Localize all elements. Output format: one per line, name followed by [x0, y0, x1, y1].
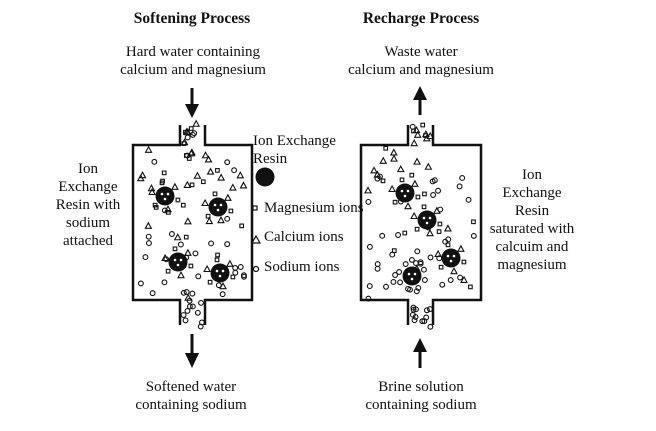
- outflow-arrow-icon: [185, 334, 199, 368]
- inflow-arrow-icon: [185, 88, 199, 118]
- softened-water-label: Softened water containing sodium: [135, 379, 247, 413]
- legend-calcium-icon: [250, 234, 262, 244]
- legend-magnesium-icon: [252, 205, 258, 211]
- waste-water-label: Waste water calcium and magnesium: [348, 44, 494, 78]
- hard-water-label: Hard water containing calcium and magnes…: [120, 44, 266, 78]
- recharge-resin-label: Ion Exchange Resin saturated with calcui…: [489, 167, 575, 273]
- brine-inflow-arrow-icon: [413, 338, 427, 368]
- legend-resin-icon: [255, 167, 275, 187]
- recharge-vessel: [359, 125, 483, 325]
- waste-outflow-arrow-icon: [413, 86, 427, 115]
- legend-resin-label: Ion Exchange Resin: [253, 133, 336, 167]
- legend-sodium-icon: [252, 265, 260, 273]
- ion-particles: [136, 119, 477, 330]
- legend-sodium-label: Sodium ions: [264, 259, 340, 275]
- legend-calcium-label: Calcium ions: [264, 229, 344, 245]
- recharge-title: Recharge Process: [362, 10, 480, 27]
- softening-resin-label: Ion Exchange Resin with sodium attached: [55, 161, 121, 249]
- softening-title: Softening Process: [133, 10, 251, 27]
- softening-vessel: [131, 125, 254, 325]
- legend-magnesium-label: Magnesium ions: [264, 200, 364, 216]
- brine-solution-label: Brine solution containing sodium: [365, 379, 477, 413]
